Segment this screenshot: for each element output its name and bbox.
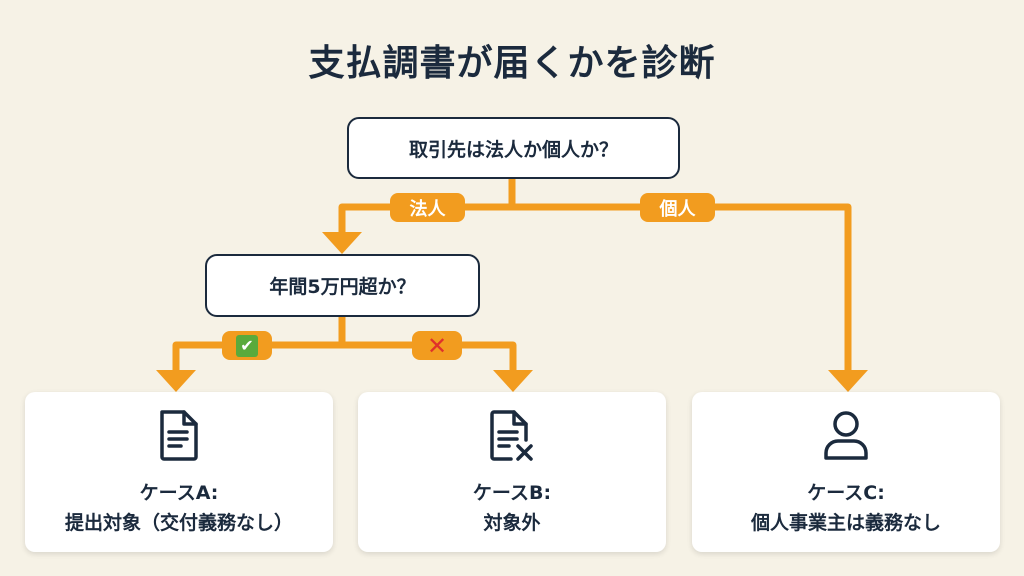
document-icon [160, 410, 198, 461]
case-a-card: ケースA: 提出対象（交付義務なし） [25, 392, 333, 552]
case-b-description: 対象外 [483, 512, 541, 534]
check-mark-icon: ✔ [236, 334, 258, 357]
case-c-title: ケースC: [807, 482, 885, 504]
case-b-card: ケースB: 対象外 [358, 392, 666, 552]
branch-label-yes: ✔ [222, 331, 272, 360]
connector-no [342, 341, 517, 372]
case-c-card: ケースC: 個人事業主は義務なし [692, 392, 1000, 552]
arrow-to-case-b [493, 370, 533, 392]
case-a-description: 提出対象（交付義務なし） [64, 512, 293, 534]
case-c-description: 個人事業主は義務なし [750, 512, 941, 534]
branch-label-no: ✕ [412, 331, 462, 360]
question-corporate-or-individual: 取引先は法人か個人か？ [347, 117, 680, 179]
cross-mark-icon: ✕ [426, 331, 448, 360]
case-a-title: ケースA: [139, 482, 219, 504]
question-over-50000-yen: 年間5万円超か？ [205, 254, 480, 317]
arrow-to-case-c [828, 370, 868, 392]
document-x-icon [490, 410, 533, 461]
person-icon [824, 411, 868, 460]
branch-label-individual: 個人 [640, 193, 715, 222]
branch-label-corporate: 法人 [390, 193, 465, 222]
page-title: 支払調書が届くかを診断 [308, 43, 716, 84]
connector-yes [172, 341, 342, 372]
connector-individual [512, 203, 852, 372]
arrow-to-q2 [322, 232, 362, 254]
case-b-title: ケースB: [472, 482, 552, 504]
arrow-to-case-a [156, 370, 196, 392]
